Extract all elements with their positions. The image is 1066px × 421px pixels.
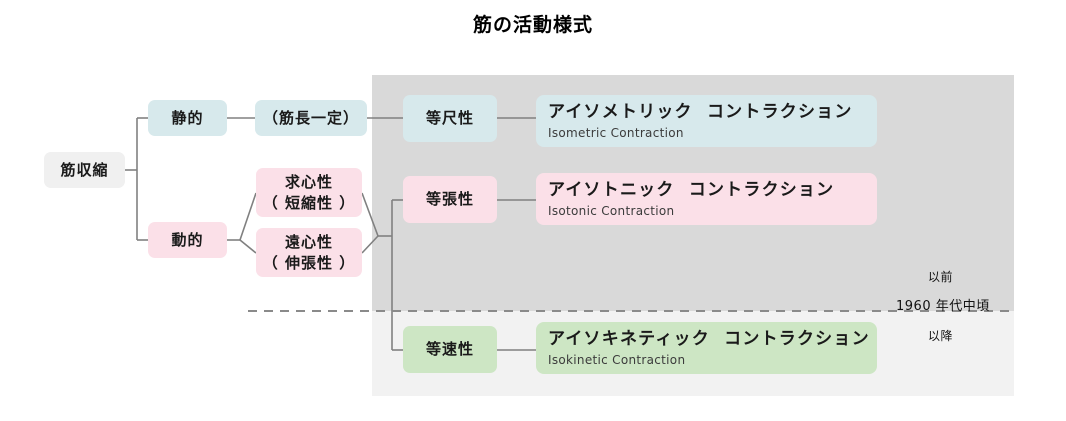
term-isometric-contraction: アイソメトリック コントラクション Isometric Contraction [536, 95, 877, 147]
node-isometric-jp: 等尺性 [403, 95, 497, 142]
term-kana: アイソトニック コントラクション [548, 179, 835, 200]
node-static: 静的 [148, 100, 227, 136]
node-label: 等張性 [425, 190, 474, 209]
term-isokinetic-contraction: アイソキネティック コントラクション Isokinetic Contractio… [536, 322, 877, 374]
term-kana: アイソキネティック コントラクション [548, 328, 870, 349]
node-label-line2: （ 短縮性 ） [262, 193, 356, 212]
term-english: Isokinetic Contraction [548, 353, 686, 368]
node-label: 等速性 [425, 340, 474, 359]
node-dynamic: 動的 [148, 222, 227, 258]
era-label-midpoint: 1960 年代中頃 [896, 299, 990, 314]
node-isotonic-jp: 等張性 [403, 176, 497, 223]
node-fixed-muscle-length: （筋長一定） [255, 100, 367, 136]
node-muscle-contraction: 筋収縮 [44, 152, 125, 188]
node-label: 静的 [171, 108, 204, 127]
node-label-line2: （ 伸張性 ） [262, 253, 356, 272]
node-label-line1: 求心性 [284, 173, 333, 192]
node-label: （筋長一定） [262, 108, 359, 127]
era-label-before: 以前 [928, 270, 954, 284]
term-english: Isotonic Contraction [548, 204, 675, 219]
node-label: 動的 [171, 230, 204, 249]
page-title: 筋の活動様式 [472, 14, 593, 36]
node-label-line1: 遠心性 [284, 233, 333, 252]
term-english: Isometric Contraction [548, 126, 684, 141]
node-concentric: 求心性 （ 短縮性 ） [256, 168, 362, 217]
term-kana: アイソメトリック コントラクション [548, 101, 853, 122]
term-isotonic-contraction: アイソトニック コントラクション Isotonic Contraction [536, 173, 877, 225]
era-label-after: 以降 [928, 329, 954, 343]
node-eccentric: 遠心性 （ 伸張性 ） [256, 228, 362, 277]
node-label: 筋収縮 [60, 160, 109, 179]
node-isokinetic-jp: 等速性 [403, 326, 497, 373]
node-label: 等尺性 [425, 109, 474, 128]
